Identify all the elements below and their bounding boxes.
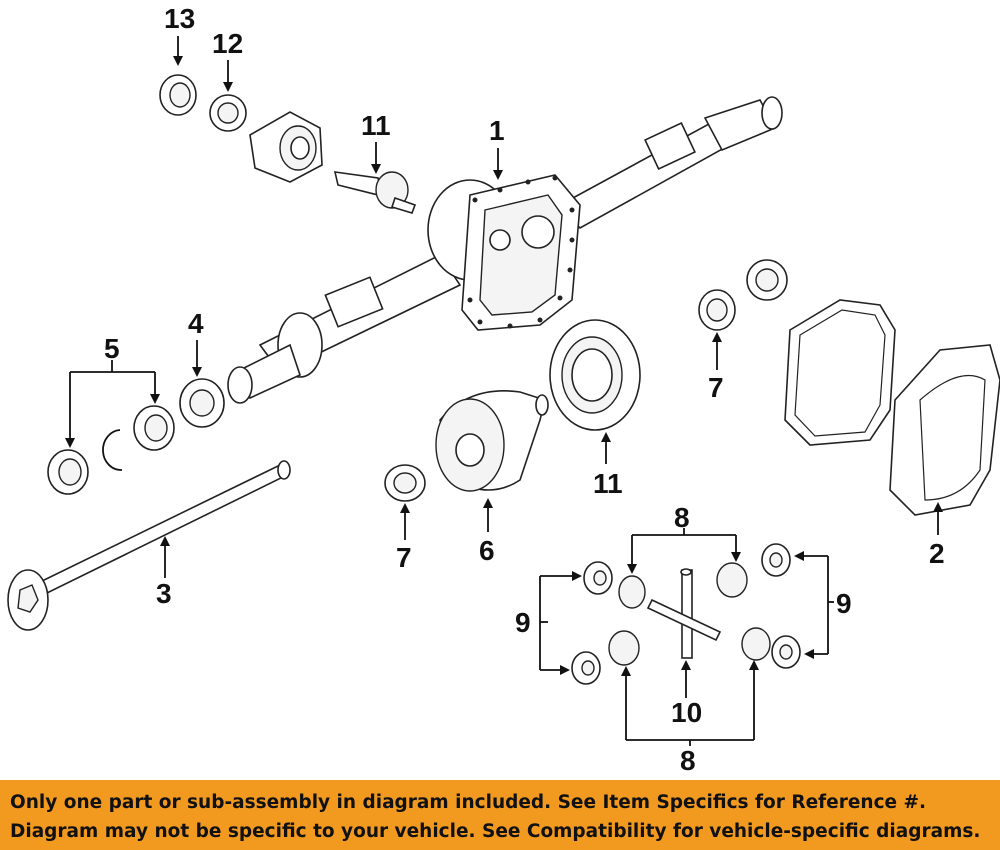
- callout-9-right: 9: [836, 588, 852, 619]
- callout-7-right: 7: [708, 372, 724, 403]
- side-gear-lower-left: [608, 630, 640, 666]
- axle-seal: [47, 449, 89, 495]
- carrier-bearing-cup: [746, 259, 788, 301]
- wheel-bearing: [179, 378, 225, 428]
- disclaimer-line-2: Diagram may not be specific to your vehi…: [10, 821, 981, 842]
- callout-5: 5: [104, 333, 120, 364]
- callout-11-ring: 11: [593, 468, 623, 499]
- callout-labels: 13 12 11 1 4 5 3 7 6 11 7 2 8 9 9 10 8: [104, 3, 945, 776]
- pinion-gear-upper-right: [716, 562, 748, 598]
- callout-7-left: 7: [396, 542, 412, 573]
- pinion-gear-upper-left: [618, 575, 646, 609]
- outer-pinion-bearing-cup: [159, 74, 197, 116]
- differential-cover: [889, 344, 1000, 516]
- callout-4: 4: [188, 308, 204, 339]
- side-gear-washer-lower-left: [571, 651, 601, 685]
- callout-9-left: 9: [515, 607, 531, 638]
- carrier-bearing-right: [698, 289, 736, 331]
- callout-2: 2: [929, 538, 945, 569]
- pinion-flange-carrier: [249, 111, 323, 183]
- retaining-ring: [102, 429, 123, 471]
- callout-13: 13: [164, 3, 195, 34]
- axle-housing: [227, 96, 783, 404]
- pinion-shaft-cross: [646, 568, 722, 659]
- callout-10: 10: [671, 697, 702, 728]
- callout-6: 6: [479, 535, 495, 566]
- callout-8-upper: 8: [674, 502, 690, 533]
- axle-shaft: [7, 460, 291, 631]
- differential-case: [435, 390, 549, 492]
- drive-pinion-gear: [333, 171, 417, 214]
- disclaimer-banner: Only one part or sub-assembly in diagram…: [0, 780, 1000, 850]
- side-gear-washer-upper-right: [761, 543, 791, 577]
- callout-11-pinion: 11: [361, 110, 391, 141]
- callout-1: 1: [489, 115, 505, 146]
- pinion-bearing: [209, 94, 247, 132]
- side-gear-lower-right: [741, 627, 771, 661]
- leader-lines: [65, 36, 943, 746]
- axle-bearing: [133, 405, 175, 451]
- side-gear-washer-upper-left: [583, 561, 613, 595]
- carrier-bearing-left: [384, 464, 426, 502]
- ring-gear: [549, 319, 641, 431]
- side-gear-washer-lower-right: [771, 635, 801, 669]
- disclaimer-line-1: Only one part or sub-assembly in diagram…: [10, 792, 927, 813]
- exploded-axle-diagram: 13 12 11 1 4 5 3 7 6 11 7 2 8 9 9 10 8: [7, 3, 1000, 776]
- callout-12: 12: [212, 28, 243, 59]
- cover-gasket: [784, 299, 896, 446]
- callout-3: 3: [156, 578, 172, 609]
- callout-8-lower: 8: [680, 745, 696, 776]
